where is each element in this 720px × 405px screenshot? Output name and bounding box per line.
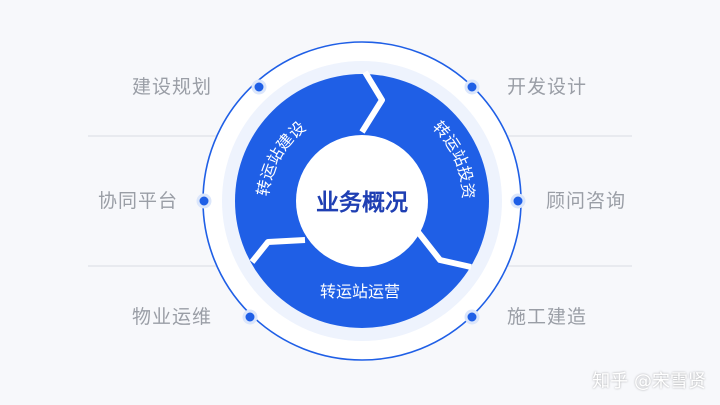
label-left-mid: 协同平台 — [97, 190, 178, 212]
segment-label-bottom: 转运站运营 — [320, 282, 400, 301]
node-dot-left-bottom — [242, 309, 258, 325]
center-disc — [296, 135, 428, 267]
label-right-top: 开发设计 — [507, 76, 588, 98]
separator-top — [359, 70, 385, 134]
center-title: 业务概况 — [316, 190, 408, 216]
cycle-donut — [235, 70, 489, 328]
label-left-top: 建设规划 — [131, 76, 212, 98]
node-dot-left-mid — [196, 193, 212, 209]
label-right-mid: 顾问咨询 — [546, 190, 627, 212]
label-left-bottom: 物业运维 — [131, 306, 212, 328]
separator-right — [415, 230, 472, 270]
separator-left — [249, 237, 306, 264]
node-dot-right-top — [464, 79, 480, 95]
node-dot-left-top — [251, 79, 267, 95]
node-dot-right-bottom — [464, 309, 480, 325]
ring-nodes — [196, 79, 526, 325]
node-dot-right-mid — [510, 193, 526, 209]
label-right-bottom: 施工建造 — [507, 306, 588, 328]
watermark: 知乎 @宋雪贤 — [592, 371, 706, 392]
